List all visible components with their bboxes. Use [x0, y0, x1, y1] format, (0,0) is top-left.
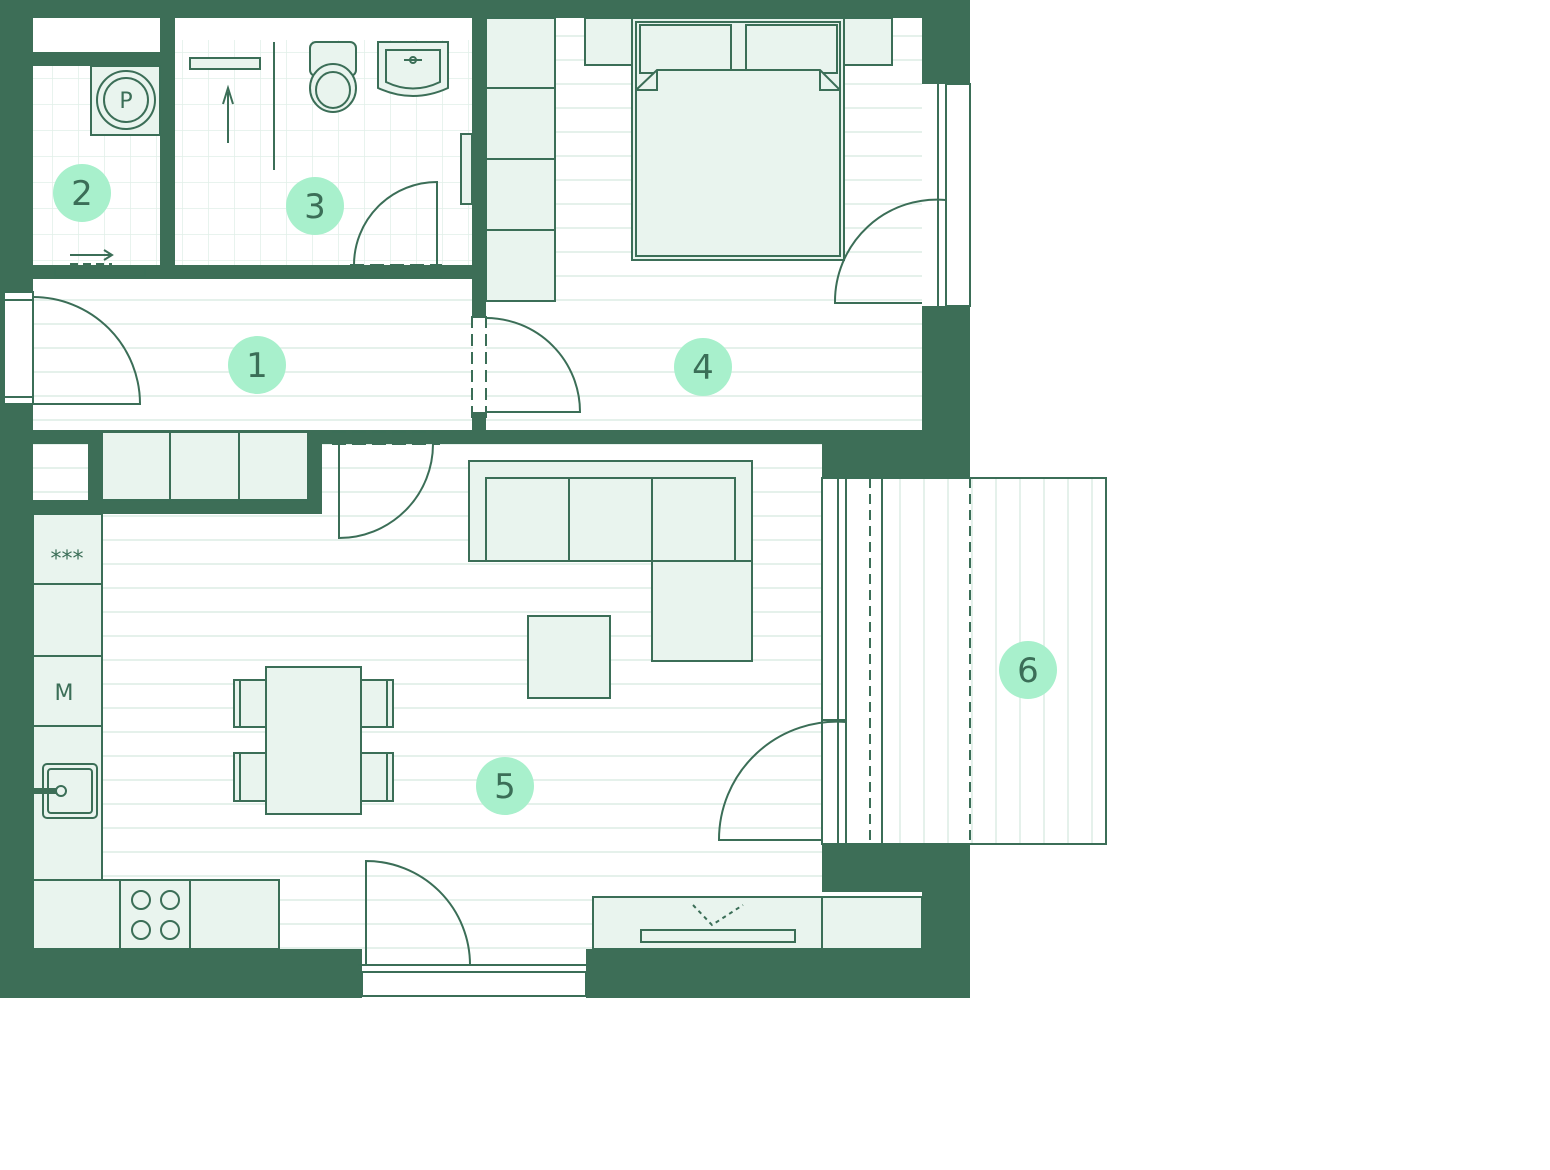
- coffee-table: [527, 615, 611, 699]
- svg-text:3: 3: [304, 187, 326, 227]
- wall-outer-left: [0, 0, 33, 998]
- door-living-swing: [338, 443, 434, 540]
- bedroom-furniture: [485, 17, 893, 302]
- wall-outer-top: [0, 0, 970, 18]
- door-bedroom-swing: [485, 317, 582, 413]
- room-badge-2: 2: [53, 164, 111, 222]
- sink-icon: [377, 41, 449, 97]
- svg-text:5: 5: [494, 767, 516, 807]
- washing-machine-label: P: [119, 89, 132, 114]
- bathroom-fixtures: [189, 41, 473, 205]
- stove-icon: [119, 879, 191, 950]
- dining-table: [265, 666, 362, 815]
- toilet-icon: [309, 41, 357, 113]
- towel-rail: [460, 133, 473, 205]
- balcony: [845, 477, 1107, 845]
- svg-text:1: 1: [246, 346, 268, 386]
- sofa-chaise: [651, 560, 753, 662]
- pillow-left: [639, 24, 732, 74]
- door-living-window-swing: [365, 859, 471, 966]
- wall-balcony-lintel: [822, 444, 970, 478]
- microwave-label: M: [55, 681, 74, 706]
- nightstand-left: [584, 17, 634, 66]
- tv-cabinet: [592, 896, 923, 950]
- room-badge-1: 1: [228, 336, 286, 394]
- wall-wardrobe-bottom: [33, 500, 322, 514]
- floor-balcony: [882, 478, 1106, 844]
- svg-text:2: 2: [71, 174, 93, 214]
- chair-left-top: [233, 679, 267, 728]
- door-balcony-swing: [717, 720, 847, 841]
- nightstand-right: [843, 17, 893, 66]
- walls: [0, 0, 970, 998]
- chair-right-bottom: [360, 752, 394, 802]
- kitchen-sink-icon: [33, 763, 98, 819]
- room-badge-4: 4: [674, 338, 732, 396]
- shower-head: [189, 57, 261, 70]
- wall-wardrobe-niche: [88, 444, 102, 514]
- room-badge-5: 5: [476, 757, 534, 815]
- wall-outer-right-top: [922, 0, 970, 84]
- entry-door-opening: [3, 291, 34, 405]
- door-entry-swing: [32, 296, 142, 405]
- door-swings: [32, 180, 947, 966]
- pillow-right: [745, 24, 838, 74]
- balcony-door-opening: [822, 478, 882, 844]
- living-furniture: [233, 460, 923, 950]
- svg-text:4: 4: [692, 348, 714, 388]
- fridge-label: ***: [51, 547, 84, 572]
- tv: [640, 929, 796, 943]
- room-badges: 1 2 3 4 5 6: [53, 164, 1057, 815]
- hall-wardrobe: [101, 431, 309, 501]
- wall-utility-top-shelf: [33, 52, 175, 66]
- chair-left-bottom: [233, 752, 267, 802]
- room-badge-6: 6: [999, 641, 1057, 699]
- svg-text:6: 6: [1017, 651, 1039, 691]
- door-bath-swing: [353, 180, 438, 266]
- door-bedroom-window-swing: [833, 198, 947, 304]
- wall-utility-divider: [160, 18, 175, 279]
- shower-arrow-icon: [222, 84, 234, 143]
- wall-bath-right: [472, 18, 486, 318]
- door-utility-slide: [54, 267, 146, 277]
- duvet: [635, 69, 841, 257]
- chair-right-top: [360, 679, 394, 728]
- living-window-opening: [362, 949, 586, 998]
- utility-fixtures: P: [90, 65, 161, 136]
- room-badge-3: 3: [286, 177, 344, 235]
- wall-wardrobe-side: [308, 444, 322, 514]
- kitchen: *** M: [32, 513, 280, 950]
- wall-bath-bottom: [33, 265, 486, 279]
- wall-outer-bottom-right: [586, 949, 970, 998]
- door-openings: [3, 83, 971, 998]
- wall-outer-bottom-left: [0, 949, 362, 998]
